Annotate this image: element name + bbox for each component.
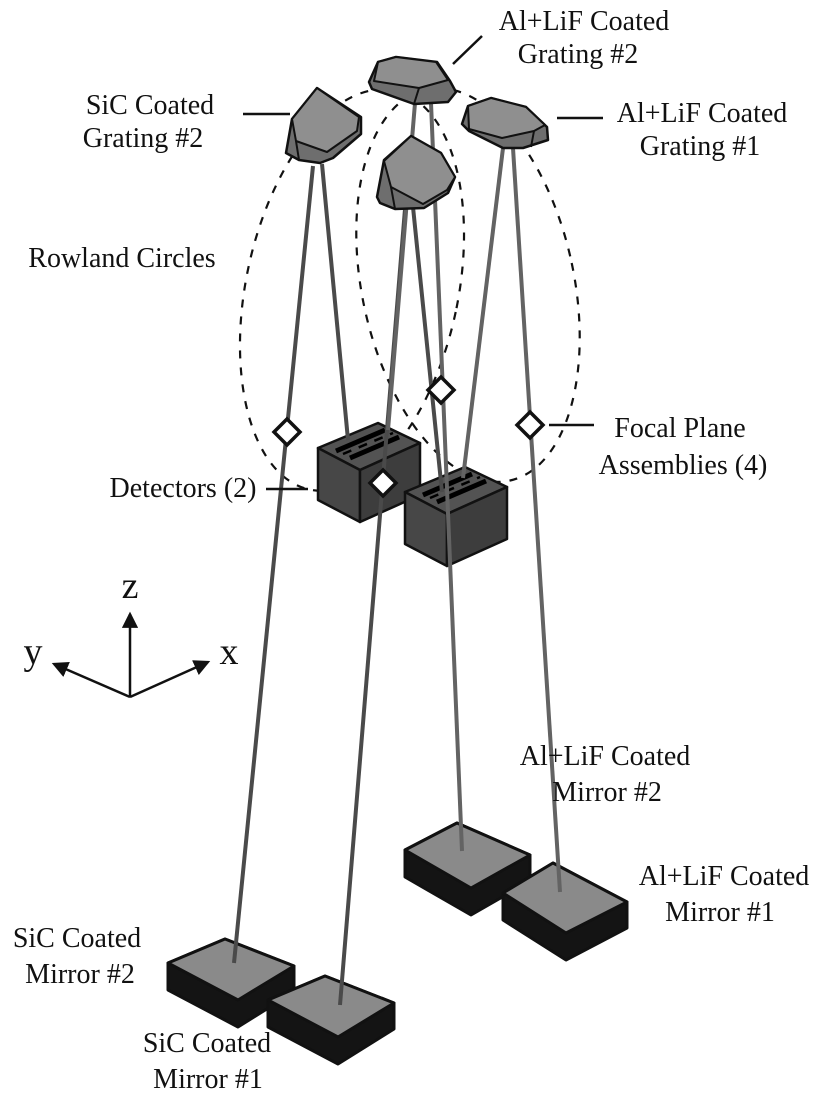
label-mirror-al-lif-2: Al+LiF Coated Mirror #2 [520,741,691,808]
label-line: SiC Coated [143,1028,271,1059]
label-line: Grating #2 [518,39,639,70]
label-line: Mirror #1 [153,1064,263,1095]
beam-lif-grating1-detector2 [461,147,505,479]
grating-sic-2 [284,86,363,165]
grating-al-lif-2 [367,55,458,106]
leader-grating-al-lif-2 [452,35,483,65]
label-line: Rowland Circles [28,243,215,274]
fpa-diamond-1 [271,416,303,448]
label-mirror-al-lif-1: Al+LiF Coated Mirror #1 [639,861,810,928]
label-line: Mirror #1 [665,897,775,928]
label-rowland-circles: Rowland Circles [28,243,215,274]
label-line: Al+LiF Coated [639,861,810,892]
beam-sic-grating2-detector1 [320,163,350,441]
label-line: SiC Coated [13,923,141,954]
label-line: Assemblies (4) [599,450,768,481]
y-axis-arrow [51,662,131,699]
beam-sic-mirror2-grating2 [232,165,315,964]
label-line: Al+LiF Coated [617,98,788,129]
label-focal-plane-assemblies: Focal Plane Assemblies (4) [599,413,768,481]
mirror-al-lif-1 [501,861,629,962]
y-axis-label: y [24,631,43,673]
label-mirror-sic-2: SiC Coated Mirror #2 [13,923,141,990]
beam-sic-grating1-detector2 [411,206,444,493]
axis-triad: z y x [24,565,239,699]
grating-al-lif-1 [460,96,550,150]
mirror-al-lif-2 [403,821,532,917]
fpa-diamond-4 [514,409,546,441]
label-line: SiC Coated [86,90,214,121]
label-line: Mirror #2 [552,777,662,808]
mirror-sic-2 [166,937,296,1029]
detector-2 [403,465,509,568]
label-detectors: Detectors (2) [110,473,257,504]
fpa-diamond-3 [425,374,457,406]
label-line: Grating #1 [640,131,761,162]
x-axis-label: x [220,631,239,673]
fpa-diamond-2 [367,467,399,499]
label-line: Al+LiF Coated [520,741,691,772]
label-grating-sic-2: SiC Coated Grating #2 [83,90,214,154]
label-mirror-sic-1: SiC Coated Mirror #1 [143,1028,271,1095]
grating-sic-1 [375,134,457,211]
label-line: Al+LiF Coated [499,6,670,37]
label-grating-al-lif-2: Al+LiF Coated Grating #2 [499,6,670,70]
z-axis-label: z [122,565,139,607]
label-line: Detectors (2) [110,473,257,504]
label-grating-al-lif-1: Al+LiF Coated Grating #1 [617,98,788,162]
beam-lif-mirror1-grating1 [511,147,562,893]
label-line: Mirror #2 [25,959,135,990]
label-line: Grating #2 [83,123,204,154]
x-axis-arrow [129,660,211,699]
mirror-sic-1 [266,974,396,1066]
label-line: Focal Plane [614,413,745,444]
beam-lif-mirror2-grating2 [429,102,464,852]
